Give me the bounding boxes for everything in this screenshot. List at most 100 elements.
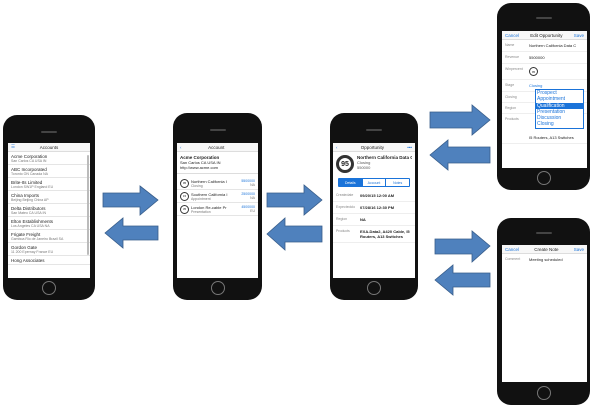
- field-input[interactable]: I5 Routers, A13 Switches: [529, 135, 574, 140]
- field-value: 07/28/16 12:30 PM: [360, 205, 395, 210]
- phone-opportunity: ‹Opportunity••• 95 Northern California D…: [330, 113, 418, 300]
- field-input[interactable]: 5500000: [529, 55, 545, 60]
- home-button[interactable]: [42, 281, 56, 295]
- opportunity-amount: 4500000: [241, 205, 255, 209]
- account-name: Elton Establishments: [11, 218, 54, 224]
- edit-field: Revenue 5500000: [502, 52, 587, 64]
- opportunity-amount: 5500000: [241, 179, 255, 183]
- note-screen: Cancel Create Note Save Comment Meeting sc…: [502, 245, 587, 382]
- save-button[interactable]: Save: [573, 246, 584, 252]
- stage-option[interactable]: Prospect: [537, 90, 557, 96]
- account-location: Los Angeles CA USA NA: [11, 223, 50, 228]
- screen-title: Create Note: [534, 246, 559, 252]
- stage-option[interactable]: Appointment: [537, 96, 566, 103]
- screen-title: Account: [208, 144, 225, 150]
- account-name: Hong Associates: [11, 257, 45, 263]
- opportunity-amount: 2500000: [241, 192, 255, 196]
- win-score-ring: 95: [336, 155, 354, 173]
- account-location: Gamboa Rio de Janeiro Brazil SA: [11, 236, 64, 241]
- field-label: Products: [505, 117, 519, 121]
- more-icon[interactable]: •••: [407, 144, 412, 150]
- arrow-left-edit-to-opportunity: [429, 139, 491, 171]
- field-label: Winpercent: [505, 67, 523, 71]
- account-location: Toronto ON Canada NA: [11, 171, 48, 176]
- opportunity-stage: Closing: [191, 183, 203, 188]
- account-location: London SW1P England EU: [11, 184, 54, 189]
- field-label: Products: [336, 229, 350, 233]
- opportunity-stage: Appointment: [191, 196, 211, 201]
- tab-details[interactable]: Details: [339, 179, 362, 186]
- back-icon[interactable]: ‹: [336, 144, 338, 150]
- cancel-button[interactable]: Cancel: [505, 32, 520, 38]
- tab-account[interactable]: Account: [361, 179, 386, 186]
- edit-field: Products I5 Routers, A13 Switches: [502, 114, 587, 144]
- back-icon[interactable]: ‹: [180, 144, 182, 150]
- win-score-ring: 35: [180, 204, 189, 214]
- scrollbar[interactable]: [87, 155, 89, 255]
- comment-input[interactable]: Meeting scheduled: [529, 257, 563, 262]
- win-score-ring: 15: [180, 191, 189, 201]
- account-location: San Carlos CA USA IN: [11, 158, 47, 163]
- account-url[interactable]: http://www.acme.com: [180, 165, 219, 170]
- field-label: Revenue: [505, 55, 520, 59]
- arrow-right-opportunity-to-edit: [429, 104, 491, 136]
- speaker: [535, 232, 552, 234]
- field-label: Closing: [505, 95, 517, 99]
- arrow-right-account-to-opportunity: [266, 184, 323, 216]
- field-label: Name: [505, 43, 515, 47]
- opportunity-name: Southern California I: [191, 191, 228, 197]
- stage-option[interactable]: Qualification: [536, 102, 583, 109]
- detail-field: Products EXA-Data2, A420 Cable, I5 Router…: [333, 226, 415, 243]
- speaker: [41, 131, 57, 133]
- account-name: Acme Corporation: [11, 153, 48, 159]
- home-button[interactable]: [210, 281, 225, 295]
- comment-label: Comment: [505, 257, 521, 261]
- tab-notes[interactable]: Notes: [385, 179, 409, 186]
- opportunity-region: EU: [250, 209, 255, 213]
- arrow-right-accounts-to-account: [102, 185, 159, 216]
- list-item[interactable]: Hong Associates: [8, 256, 90, 265]
- home-button[interactable]: [367, 281, 381, 295]
- phone-account: ‹Account Acme Corporation San Carlos CA …: [173, 113, 262, 300]
- field-input[interactable]: Closing: [529, 83, 543, 88]
- field-label: Createdate: [336, 193, 354, 197]
- field-input[interactable]: Northern California Data C: [529, 43, 577, 48]
- stage-option[interactable]: Presentation: [537, 108, 566, 115]
- account-name: Frigate Freight: [11, 231, 41, 237]
- cancel-button[interactable]: Cancel: [505, 246, 520, 252]
- opportunity-name: Northern California Data C: [357, 155, 412, 160]
- stage-option[interactable]: Closing: [537, 121, 554, 128]
- account-location: San Mateo CA USA IN: [11, 210, 47, 215]
- field-value: EXA-Data2, A420 Cable, I5 Routers, A13 S…: [360, 229, 410, 239]
- save-button[interactable]: Save: [573, 32, 584, 38]
- edit-field: Winpercent 95: [502, 64, 587, 80]
- account-name: Gordon Gate: [11, 244, 38, 250]
- hamburger-icon[interactable]: ☰: [11, 144, 16, 149]
- stage-option[interactable]: Discussion: [537, 115, 562, 122]
- screen-title: Accounts: [39, 144, 59, 150]
- home-button[interactable]: [536, 386, 551, 400]
- win-percent-ring[interactable]: 95: [529, 67, 538, 76]
- home-button[interactable]: [536, 171, 551, 185]
- edit-field: Name Northern California Data C: [502, 40, 587, 52]
